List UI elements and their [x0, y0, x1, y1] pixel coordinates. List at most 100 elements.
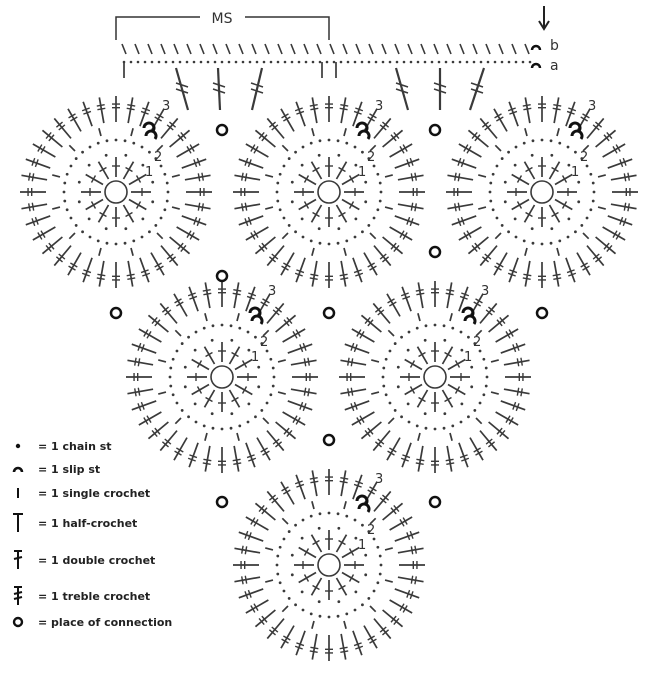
- treble-crochet-bar: [154, 319, 161, 327]
- chain-st-mark: [514, 145, 518, 149]
- treble-crochet-bar: [414, 203, 417, 212]
- treble-crochet: [254, 129, 276, 148]
- chain-st-mark: [580, 224, 584, 227]
- single-crochet: [475, 417, 483, 425]
- single-crochet: [68, 232, 76, 240]
- treble-crochet: [352, 474, 363, 500]
- treble-crochet: [173, 293, 188, 317]
- treble-crochet: [351, 328, 375, 343]
- chain-st-mark: [96, 141, 100, 145]
- chain-st-mark: [309, 514, 313, 518]
- treble-crochet: [131, 400, 157, 411]
- chain-st-mark: [301, 518, 305, 522]
- single-crochet: [171, 206, 180, 210]
- chain-st-mark: [282, 537, 286, 541]
- chain-st-mark: [294, 603, 297, 607]
- chain-st-mark: [63, 199, 67, 203]
- chain-st-mark: [381, 375, 385, 379]
- round-label-3: 3: [268, 284, 276, 299]
- treble-crochet: [503, 359, 530, 366]
- round-label-1: 1: [358, 165, 366, 180]
- double-crochet: [335, 534, 348, 553]
- double-crochet-bar: [516, 175, 523, 183]
- chain-st-mark: [354, 217, 358, 221]
- legend-label: = 1 treble crochet: [38, 590, 150, 603]
- chain-st-mark: [265, 401, 269, 405]
- chain-st-mark: [484, 384, 488, 388]
- treble-crochet: [127, 260, 134, 287]
- single-crochet: [236, 313, 240, 322]
- treble-crochet: [458, 226, 482, 241]
- chain-st-mark: [276, 199, 280, 203]
- chain-st-mark: [254, 415, 257, 419]
- treble-crochet: [565, 101, 576, 127]
- single-crochet: [262, 329, 270, 337]
- chain-st-mark: [577, 200, 581, 204]
- chain-st-mark: [276, 181, 280, 185]
- treble-crochet-bar: [393, 504, 400, 512]
- treble-crochet: [344, 343, 370, 354]
- chain-st-mark: [407, 330, 411, 334]
- treble-crochet: [373, 618, 392, 640]
- chain-st-mark: [367, 597, 371, 600]
- treble-crochet-bar: [96, 104, 105, 107]
- legend: = 1 chain st= 1 slip st= 1 single croche…: [12, 440, 172, 629]
- double-crochet: [447, 358, 466, 371]
- single-crochet: [384, 547, 393, 551]
- treble-crochet-bar: [233, 289, 242, 292]
- single-crochet: [343, 620, 347, 629]
- double-crochet: [310, 161, 323, 180]
- double-crochet-bar: [338, 584, 346, 591]
- treble-crochet-bar: [382, 121, 390, 128]
- treble-crochet-bar: [187, 292, 196, 297]
- header-treble-bar: [433, 82, 447, 88]
- treble-crochet-bar: [499, 316, 506, 324]
- chain-st-mark: [423, 412, 427, 416]
- chain-st-mark: [129, 60, 133, 64]
- double-crochet-bar: [348, 574, 355, 582]
- treble-crochet-bar: [58, 253, 66, 260]
- double-crochet-bar: [551, 166, 559, 173]
- treble-crochet-bar: [603, 134, 610, 142]
- treble-crochet: [138, 411, 162, 426]
- chain-st-mark: [400, 415, 403, 419]
- chain-st-mark: [105, 139, 109, 143]
- chain-st-mark: [382, 384, 386, 388]
- treble-crochet: [503, 388, 530, 395]
- header-stitch-b: [472, 43, 478, 55]
- double-crochet-bar: [561, 175, 568, 183]
- treble-crochet-bar: [379, 497, 387, 504]
- single-crochet: [158, 359, 167, 363]
- double-crochet: [128, 173, 147, 186]
- treble-crochet: [169, 236, 191, 255]
- treble-crochet-bar: [454, 172, 457, 181]
- chain-st-mark: [353, 60, 357, 64]
- chain-st-mark: [269, 60, 273, 64]
- double-crochet: [310, 204, 323, 223]
- motif: 123: [233, 469, 425, 661]
- chain-st-mark: [169, 366, 173, 370]
- chain-st-mark: [378, 554, 382, 558]
- treble-crochet-bar: [393, 131, 400, 139]
- treble-crochet-bar: [146, 331, 152, 339]
- treble-crochet: [147, 314, 169, 333]
- chain-st-mark: [393, 409, 397, 412]
- chain-st-mark: [442, 324, 446, 328]
- treble-crochet-bar: [202, 289, 211, 292]
- chain-st-mark: [276, 60, 280, 64]
- chain-st-mark: [260, 342, 264, 345]
- chain-st-mark: [272, 375, 276, 379]
- treble-crochet-bar: [409, 157, 414, 166]
- round-label-3: 3: [588, 99, 596, 114]
- treble-crochet-bar: [241, 576, 244, 585]
- treble-crochet-bar: [81, 272, 90, 277]
- header-stitch-b: [355, 43, 361, 55]
- treble-crochet: [147, 421, 169, 440]
- treble-crochet-bar: [45, 131, 52, 139]
- treble-crochet: [447, 174, 474, 181]
- chain-st-mark: [336, 139, 340, 143]
- double-crochet: [441, 346, 454, 365]
- treble-crochet-bar: [416, 292, 425, 296]
- treble-crochet-bar: [507, 272, 516, 277]
- single-crochet: [369, 232, 377, 240]
